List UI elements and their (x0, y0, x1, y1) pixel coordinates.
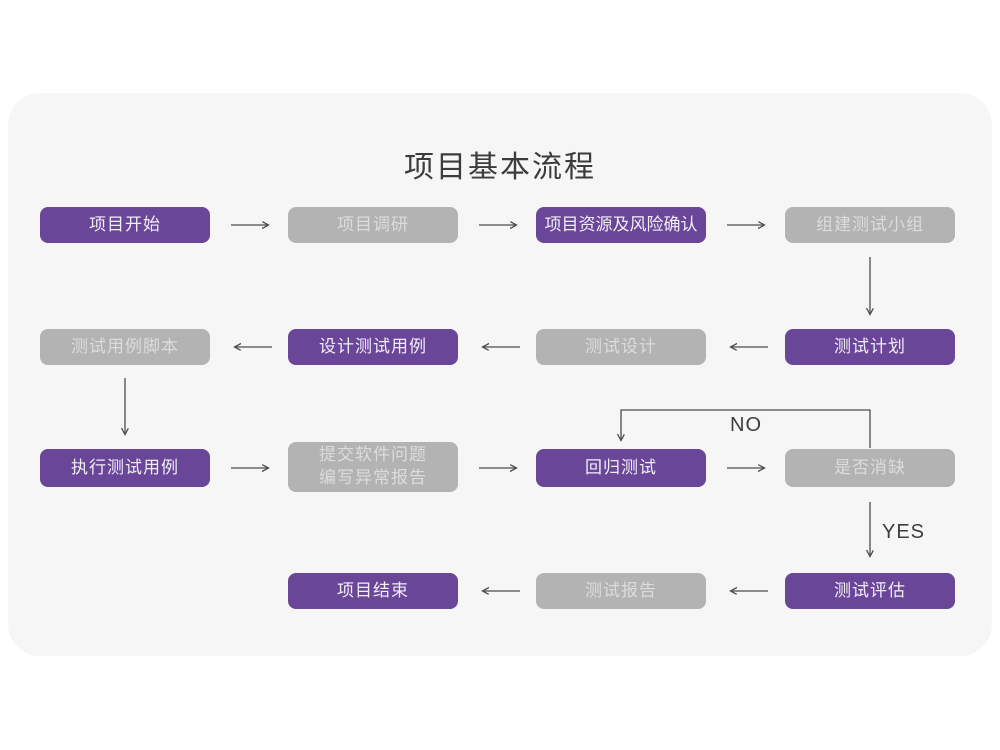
node-label: 项目开始 (89, 214, 161, 234)
node-label: 是否消缺 (834, 457, 906, 477)
node-label: 组建测试小组 (816, 214, 924, 234)
node-label: 项目调研 (337, 214, 409, 234)
node-resources-risk-confirm: 项目资源及风险确认 (536, 207, 706, 243)
branch-label-no: NO (730, 414, 762, 436)
node-project-start: 项目开始 (40, 207, 210, 243)
node-label-line1: 提交软件问题 (319, 445, 427, 465)
node-project-research: 项目调研 (288, 207, 458, 243)
node-label: 项目结束 (337, 580, 409, 600)
node-label: 测试评估 (834, 580, 906, 600)
node-label: 执行测试用例 (71, 457, 179, 477)
page-title: 项目基本流程 (404, 151, 596, 184)
node-label: 项目资源及风险确认 (544, 214, 698, 234)
node-label: 测试计划 (834, 336, 906, 356)
flowchart-card (8, 93, 992, 656)
node-design-test-cases: 设计测试用例 (288, 329, 458, 365)
node-label: 测试用例脚本 (71, 336, 179, 356)
node-execute-test-cases: 执行测试用例 (40, 449, 210, 487)
node-test-report: 测试报告 (536, 573, 706, 609)
node-regression-test: 回归测试 (536, 449, 706, 487)
node-test-case-script: 测试用例脚本 (40, 329, 210, 365)
node-submit-issues-report: 提交软件问题 编写异常报告 (288, 442, 458, 492)
node-label: 设计测试用例 (319, 336, 427, 356)
node-test-evaluation: 测试评估 (785, 573, 955, 609)
node-label-line2: 编写异常报告 (319, 468, 427, 487)
node-project-end: 项目结束 (288, 573, 458, 609)
branch-label-yes: YES (882, 521, 926, 543)
node-build-test-team: 组建测试小组 (785, 207, 955, 243)
node-label: 测试设计 (585, 336, 657, 356)
node-label: 测试报告 (585, 580, 657, 600)
node-test-plan: 测试计划 (785, 329, 955, 365)
node-test-design: 测试设计 (536, 329, 706, 365)
node-label: 回归测试 (585, 457, 657, 477)
node-defect-cleared: 是否消缺 (785, 449, 955, 487)
